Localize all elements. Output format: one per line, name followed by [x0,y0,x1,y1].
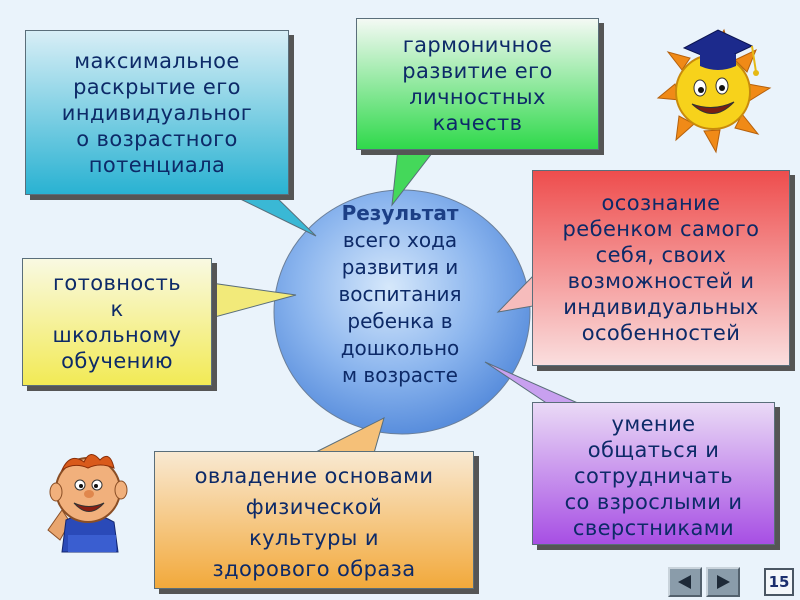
center-title: Результат [341,201,459,225]
arrow-right-icon [717,575,730,589]
page-number: 15 [764,568,794,596]
arrow-left-icon [678,575,691,589]
callout-max-potential-text: максимальное раскрытие его индивидуально… [61,48,253,177]
callout-communication: умение общаться и сотрудничать со взросл… [532,402,775,545]
callout-self-awareness: осознание ребенком самого себя, своих во… [532,170,790,366]
callout-physical-culture: овладение основами физической культуры и… [154,451,474,589]
callout-school-readiness: готовность к школьному обучению [22,258,212,386]
sun-graduation-cap-icon [656,28,772,154]
callout-max-potential: максимальное раскрытие его индивидуально… [25,30,289,195]
callout-harmonious-development: гармоничное развитие его личностных каче… [356,18,599,150]
cartoon-boy-icon [47,454,128,553]
center-body: всего хода развития и воспитания ребенка… [338,228,462,387]
callout-physical-culture-text: овладение основами физической культуры и… [194,464,434,581]
callout-school-readiness-text: готовность к школьному обучению [52,271,182,373]
callout-self-awareness-text: осознание ребенком самого себя, своих во… [562,191,760,345]
next-slide-button[interactable] [706,567,740,597]
previous-slide-button[interactable] [668,567,702,597]
center-circle-text: Результат всего хода развития и воспитан… [300,200,500,422]
callout-harmonious-development-text: гармоничное развитие его личностных каче… [402,33,553,135]
callout-communication-text: умение общаться и сотрудничать со взросл… [564,412,743,540]
